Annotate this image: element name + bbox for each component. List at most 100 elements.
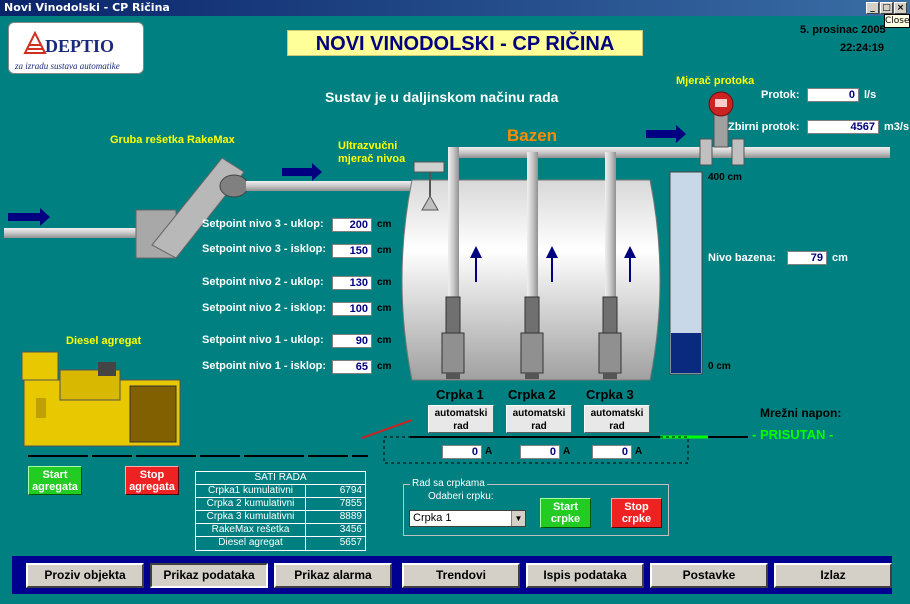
pump-3-label: Crpka 3 — [586, 387, 634, 402]
ultrasonic-label-1: Ultrazvučni — [338, 140, 398, 152]
setpoint-value[interactable]: 100 — [332, 302, 372, 316]
row-name: RakeMax rešetka — [196, 524, 306, 536]
page-title: NOVI VINODOLSKI - CP RIČINA — [287, 30, 643, 56]
generator-label: Diesel agregat — [66, 335, 142, 347]
pump-1-graphic — [441, 296, 465, 379]
button-line2: crpke — [621, 513, 652, 525]
level-top-label: 400 cm — [708, 172, 742, 183]
select-pump-label: Odaberi crpku: — [428, 491, 494, 502]
chevron-down-icon[interactable]: ▼ — [511, 511, 525, 526]
setpoint-value[interactable]: 150 — [332, 244, 372, 258]
pump-3-mode-button[interactable]: automatski rad — [584, 405, 650, 433]
nav-ispis-podataka[interactable]: Ispis podataka — [526, 563, 644, 588]
protok-unit: l/s — [864, 89, 877, 101]
setpoint-value[interactable]: 200 — [332, 218, 372, 232]
pump-select-value: Crpka 1 — [413, 512, 452, 524]
button-line2: crpke — [550, 513, 581, 525]
logo-tagline: za izradu sustava automatike — [15, 61, 120, 71]
start-pump-button[interactable]: Start crpke — [540, 498, 591, 528]
row-value: 8889 — [339, 511, 362, 522]
pump-select[interactable]: Crpka 1 ▼ — [409, 510, 526, 527]
stop-pump-button[interactable]: Stop crpke — [611, 498, 662, 528]
nav-prikaz-alarma[interactable]: Prikaz alarma — [274, 563, 392, 588]
button-line1: Stop — [139, 469, 165, 481]
ultrasonic-label-2: mjerač nivoa — [338, 153, 406, 165]
level-gauge-fill — [671, 333, 701, 373]
start-generator-button[interactable]: Start agregata — [28, 466, 82, 495]
tank-label: Bazen — [507, 126, 558, 145]
pump-mode-line2: rad — [453, 421, 469, 432]
pump-2-mode-button[interactable]: automatski rad — [506, 405, 572, 433]
zbirni-protok-label: Zbirni protok: — [728, 121, 800, 133]
row-value: 7855 — [339, 498, 362, 509]
setpoint-value[interactable]: 65 — [332, 360, 372, 374]
setpoint-value[interactable]: 90 — [332, 334, 372, 348]
setpoint-unit: cm — [377, 303, 392, 314]
pump-1-mode-button[interactable]: automatski rad — [428, 405, 494, 433]
nivo-bazena-label: Nivo bazena: — [708, 252, 776, 264]
button-line1: Start — [552, 501, 579, 513]
setpoint-unit: cm — [377, 361, 392, 372]
flowmeter-label: Mjerač protoka — [676, 75, 755, 87]
minimize-button[interactable]: _ — [866, 2, 879, 14]
button-line1: Stop — [624, 501, 649, 513]
diesel-generator-graphic — [21, 351, 181, 447]
grid-voltage-label: Mrežni napon: — [760, 406, 842, 420]
pump-1-current: 0 — [442, 445, 482, 459]
setpoint-label: Setpoint nivo 3 - isklop: — [202, 243, 327, 255]
nav-prikaz-podataka[interactable]: Prikaz podataka — [150, 563, 268, 588]
flow-arrow-inlet — [8, 208, 50, 226]
outlet-pipe — [448, 147, 890, 158]
riser-pipe-3 — [605, 152, 616, 297]
pump-control-title: Rad sa crpkama — [410, 478, 487, 489]
nav-label: Izlaz — [820, 568, 846, 582]
setpoint-unit: cm — [377, 245, 392, 256]
nav-proziv-objekta[interactable]: Proziv objekta — [26, 563, 144, 588]
pump-3-graphic — [598, 296, 622, 379]
nivo-bazena-value: 79 — [787, 251, 827, 265]
pump-3-current-unit: A — [635, 446, 643, 457]
pump-mode-line1: automatski — [590, 408, 644, 419]
setpoint-unit: cm — [377, 277, 392, 288]
pump-2-current: 0 — [520, 445, 560, 459]
pump-1-current-unit: A — [485, 446, 493, 457]
table-row: Crpka 3 kumulativni 8889 — [196, 511, 365, 524]
protok-label: Protok: — [761, 89, 800, 101]
setpoint-label: Setpoint nivo 1 - uklop: — [202, 334, 324, 346]
pump-1-label: Crpka 1 — [436, 387, 484, 402]
riser-pipe-2 — [527, 152, 538, 297]
nav-label: Prikaz podataka — [163, 568, 255, 582]
nivo-bazena-unit: cm — [832, 252, 848, 264]
pump-2-label: Crpka 2 — [508, 387, 556, 402]
window-titlebar: Novi Vinodolski - CP Ričina — [0, 0, 910, 16]
window-title: Novi Vinodolski - CP Ričina — [4, 1, 170, 14]
setpoint-label: Setpoint nivo 1 - isklop: — [202, 360, 327, 372]
nav-trendovi[interactable]: Trendovi — [402, 563, 520, 588]
setpoint-label: Setpoint nivo 2 - uklop: — [202, 276, 324, 288]
pump-2-current-unit: A — [563, 446, 571, 457]
protok-value: 0 — [807, 88, 859, 102]
nav-postavke[interactable]: Postavke — [650, 563, 768, 588]
pump-control-group — [403, 484, 669, 536]
inlet-pipe — [4, 228, 154, 238]
pump-mode-line1: automatski — [512, 408, 566, 419]
nav-izlaz[interactable]: Izlaz — [774, 563, 892, 588]
riser-pipe-1 — [448, 147, 459, 297]
pump-mode-line2: rad — [531, 421, 547, 432]
button-line2: agregata — [129, 481, 175, 493]
row-value: 5657 — [339, 537, 362, 548]
nav-label: Proziv objekta — [44, 568, 126, 582]
setpoint-label: Setpoint nivo 3 - uklop: — [202, 218, 324, 230]
maximize-button[interactable]: □ — [880, 2, 893, 14]
pump-mode-line2: rad — [609, 421, 625, 432]
close-button[interactable]: × — [894, 2, 907, 14]
zbirni-protok-unit: m3/s — [884, 121, 910, 133]
row-name: Crpka 3 kumulativni — [196, 511, 306, 523]
setpoint-unit: cm — [377, 219, 392, 230]
setpoint-value[interactable]: 130 — [332, 276, 372, 290]
stop-generator-button[interactable]: Stop agregata — [125, 466, 179, 495]
